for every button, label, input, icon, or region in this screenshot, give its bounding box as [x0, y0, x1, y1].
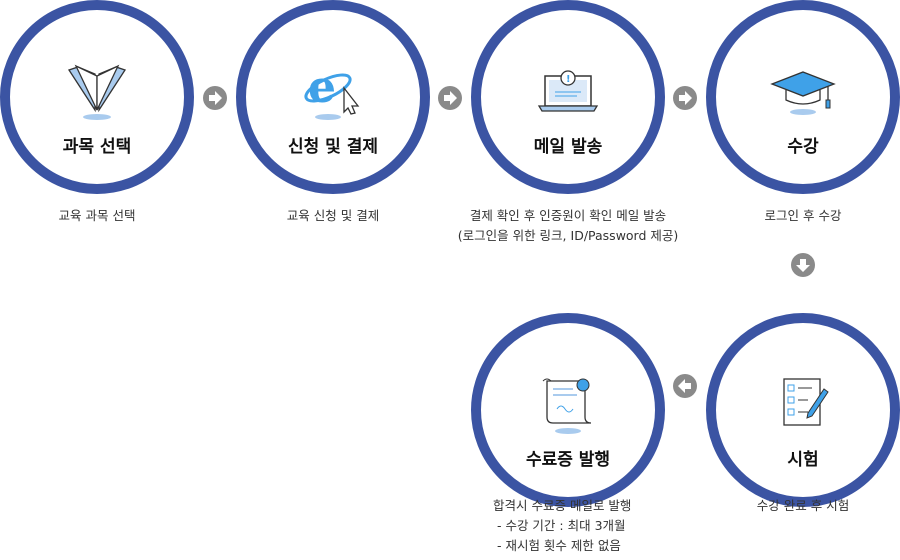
arrow-down-icon — [791, 253, 815, 277]
checklist-icon — [783, 378, 829, 426]
browser-e-icon: e — [304, 62, 360, 120]
book-icon — [67, 64, 127, 120]
step-apply-pay: e 신청 및 결제 — [236, 0, 430, 194]
desc-line: 합격시 수료증 메일로 발행 — [493, 498, 632, 513]
desc-line: 로그인 후 수강 — [764, 208, 842, 223]
arrow-right-icon — [673, 86, 697, 110]
step-description: 수강 완료 후 시험 — [653, 496, 900, 516]
step-description: 교육 신청 및 결제 — [183, 206, 483, 226]
laptop-mail-icon: ! — [537, 70, 599, 112]
step-description: 합격시 수료증 메일로 발행 - 수강 기간 : 최대 3개월 - 재시험 횟수… — [493, 496, 713, 556]
arrow-right-icon — [438, 86, 462, 110]
desc-line: 교육 신청 및 결제 — [286, 208, 380, 223]
desc-line: - 재시험 횟수 제한 없음 — [493, 538, 621, 553]
desc-line: - 수강 기간 : 최대 3개월 — [493, 518, 626, 533]
desc-line: 교육 과목 선택 — [58, 208, 136, 223]
arrow-left-icon — [673, 374, 697, 398]
desc-line: (로그인을 위한 링크, ID/Password 제공) — [457, 228, 679, 243]
step-title: 과목 선택 — [62, 137, 132, 157]
step-description: 교육 과목 선택 — [0, 206, 247, 226]
step-title: 시험 — [787, 450, 819, 470]
certificate-icon — [542, 378, 592, 434]
graduation-cap-icon — [770, 71, 836, 115]
step-course-select: 과목 선택 — [0, 0, 194, 194]
desc-line: 수강 완료 후 시험 — [756, 498, 850, 513]
step-title: 신청 및 결제 — [287, 137, 379, 157]
step-certificate: 수료증 발행 — [471, 313, 665, 507]
arrow-right-icon — [203, 86, 227, 110]
step-title: 수강 — [787, 137, 819, 157]
step-mail-send: ! 메일 발송 — [471, 0, 665, 194]
step-exam: 시험 — [706, 313, 900, 507]
step-description: 로그인 후 수강 — [653, 206, 900, 226]
svg-text:!: ! — [566, 74, 571, 85]
step-title: 수료증 발행 — [525, 450, 611, 470]
step-description: 결제 확인 후 인증원이 확인 메일 발송 (로그인을 위한 링크, ID/Pa… — [418, 206, 718, 246]
desc-line: 결제 확인 후 인증원이 확인 메일 발송 — [469, 208, 667, 223]
step-title: 메일 발송 — [533, 137, 603, 157]
step-attend: 수강 — [706, 0, 900, 194]
